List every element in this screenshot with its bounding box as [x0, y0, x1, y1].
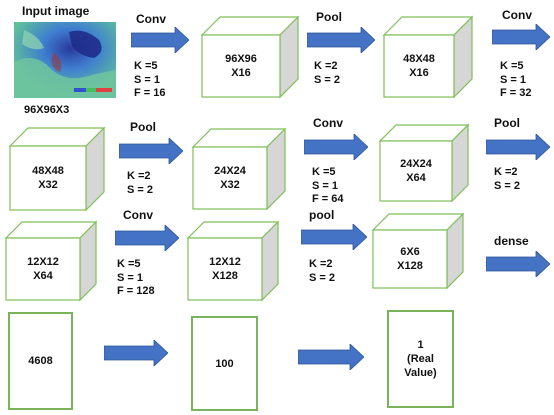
op-label: Conv [123, 208, 153, 222]
arrow-right-icon [486, 134, 550, 160]
arrow-right-icon [486, 251, 550, 277]
op-label: Conv [136, 12, 166, 26]
dense-layer-box: 100 [191, 316, 258, 411]
arrow-right-icon [307, 27, 375, 53]
arrow-right-icon [119, 138, 183, 164]
input-image-title: Input image [22, 4, 90, 18]
op-label: Pool [130, 120, 156, 134]
op-label: dense [494, 234, 529, 248]
op-label: Conv [502, 8, 532, 22]
input-dims: 96X96X3 [24, 104, 70, 116]
arrow-right-icon [304, 134, 368, 160]
arrow-right-icon [301, 224, 367, 250]
arrow-right-icon [131, 27, 189, 53]
dense-layer-box: 4608 [8, 312, 73, 410]
arrow-right-icon [298, 344, 364, 370]
op-label: Conv [313, 116, 343, 130]
arrow-right-icon [492, 24, 550, 50]
arrow-right-icon [115, 225, 179, 251]
op-label: pool [309, 208, 335, 222]
arrow-right-icon [104, 340, 168, 366]
op-label: Pool [316, 10, 342, 24]
input-satellite-image [14, 22, 116, 98]
op-label: Pool [494, 116, 520, 130]
